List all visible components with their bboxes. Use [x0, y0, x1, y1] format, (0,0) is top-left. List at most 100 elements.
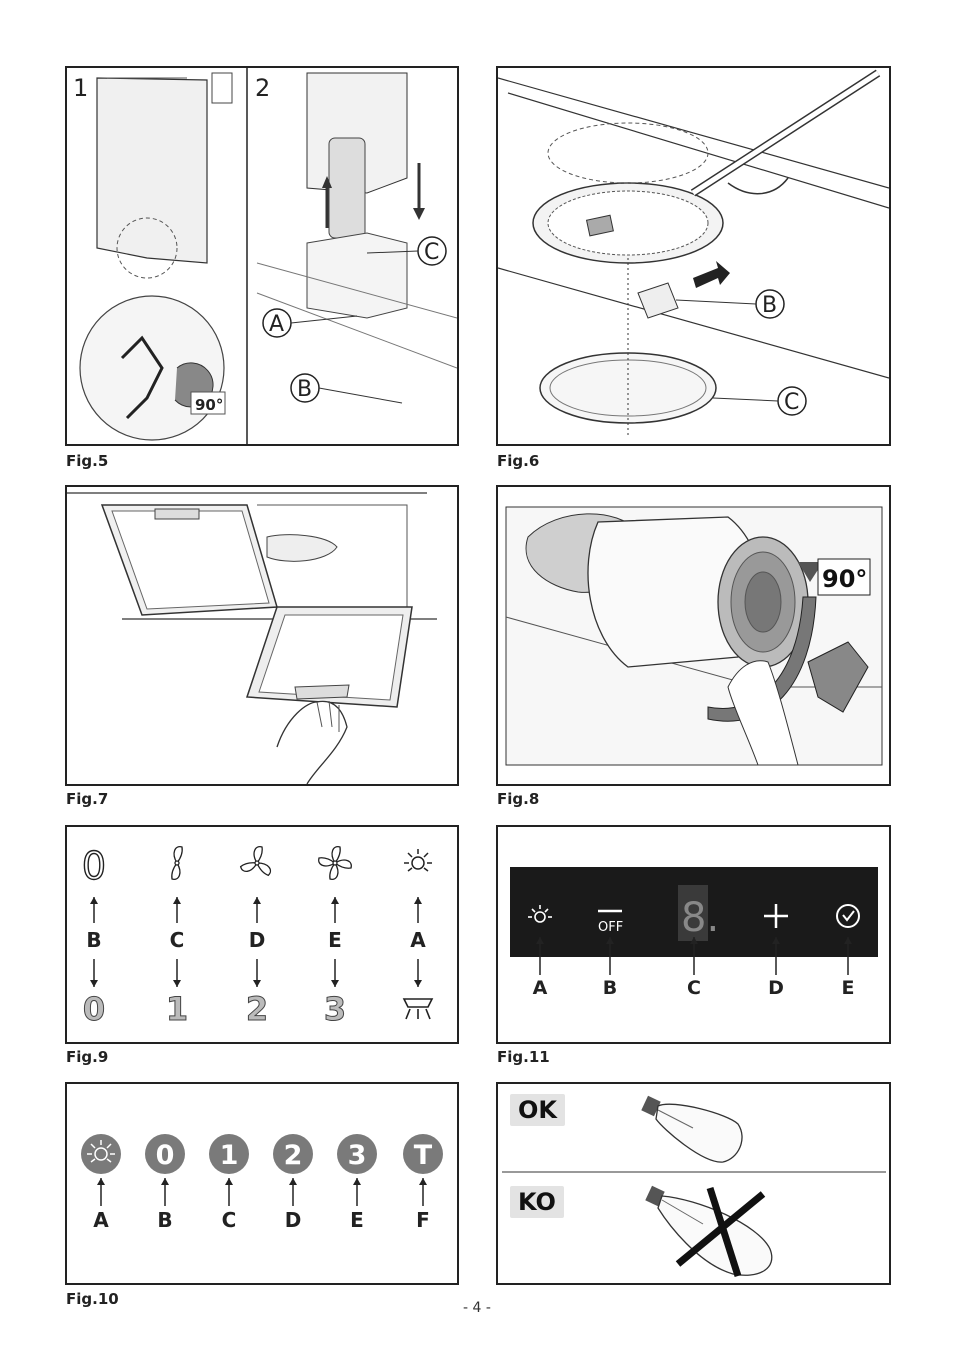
fig5-step1: 1	[73, 74, 88, 102]
fig5-label-b: B	[297, 377, 312, 402]
light-icon	[87, 1140, 115, 1163]
digit-display	[678, 885, 708, 941]
fig5-step2: 2	[255, 74, 270, 102]
fig5-angle: 90°	[195, 396, 223, 414]
fig6-label-b: B	[762, 293, 777, 318]
up-arrow-icon	[414, 897, 422, 923]
fig10-illustration: A 0B 1C 2D 3E T F	[81, 1134, 443, 1232]
fan-speed-3-icon	[318, 846, 352, 880]
fig5-caption: Fig.5	[66, 452, 109, 470]
fig5-label-a: A	[269, 312, 284, 337]
down-arrow-icon	[90, 959, 98, 987]
fig6-panel: B C	[496, 66, 891, 446]
fig10-caption: Fig.10	[66, 1290, 119, 1308]
fig10-label: A	[93, 1208, 109, 1232]
up-arrow-icon	[690, 937, 698, 975]
ok-label: OK	[510, 1094, 565, 1126]
down-arrow-icon	[414, 959, 422, 987]
up-arrow-icon	[97, 1178, 105, 1206]
fig10-button: 2	[273, 1134, 313, 1174]
fig11-caption: Fig.11	[497, 1048, 550, 1066]
fig10-glyph: 2	[284, 1140, 303, 1171]
fig9-label: C	[170, 928, 185, 952]
plus-icon[interactable]	[764, 904, 788, 928]
fig10-glyph: T	[414, 1140, 433, 1171]
fig10-button: 1	[209, 1134, 249, 1174]
fig5-label-c: C	[424, 240, 439, 265]
lamp-icon	[402, 998, 434, 1020]
fig5-illustration: 1 2 90° C A B	[73, 68, 457, 444]
up-arrow-icon	[419, 1178, 427, 1206]
fig11-label: D	[768, 977, 784, 999]
fig7-panel	[65, 485, 459, 786]
fan-speed-2-icon	[239, 846, 272, 877]
up-arrow-icon	[225, 1178, 233, 1206]
up-arrow-icon	[253, 897, 261, 923]
up-arrow-icon	[772, 937, 780, 975]
display-digit: 8.	[681, 895, 719, 941]
fig11-label: B	[603, 977, 617, 999]
fig10-glyph: 0	[156, 1140, 175, 1171]
fig9-label: E	[328, 928, 342, 952]
timer-icon[interactable]	[836, 904, 860, 928]
fig9-label: D	[249, 928, 266, 952]
fig9-label: B	[86, 928, 101, 952]
fig9-value: 3	[324, 990, 346, 1028]
down-arrow-icon	[331, 959, 339, 987]
page-number: - 4 -	[463, 1300, 491, 1316]
fig10-glyph: 3	[348, 1140, 367, 1171]
fig10-button: 3	[337, 1134, 377, 1174]
fig7-illustration	[67, 492, 437, 784]
fig10-glyph: 1	[220, 1140, 239, 1171]
fan-speed-1-icon	[171, 846, 183, 880]
light-icon	[528, 905, 552, 923]
fig10-label: B	[157, 1208, 172, 1232]
up-arrow-icon	[289, 1178, 297, 1206]
fig11-illustration: OFF 8. A B C D E	[510, 867, 878, 999]
off-label: OFF	[598, 920, 623, 935]
fig9-value: 2	[246, 990, 268, 1028]
up-arrow-icon	[331, 897, 339, 923]
up-arrow-icon	[353, 1178, 361, 1206]
light-icon	[404, 849, 432, 872]
fig8-caption: Fig.8	[497, 790, 540, 808]
fig10-label: C	[222, 1208, 237, 1232]
fig10-label: E	[350, 1208, 364, 1232]
fig10-button: T	[403, 1134, 443, 1174]
fig11-label: C	[687, 977, 701, 999]
down-arrow-icon	[173, 959, 181, 987]
cross-icon	[675, 1186, 766, 1278]
fig10-button	[81, 1134, 121, 1174]
fig8-angle: 90°	[822, 565, 867, 593]
correct-bulb-icon	[641, 1095, 743, 1163]
bulb-illustration	[502, 1095, 886, 1278]
fig9-caption: Fig.9	[66, 1048, 109, 1066]
up-arrow-icon	[536, 937, 544, 975]
fig10-label: D	[285, 1208, 302, 1232]
up-arrow-icon	[606, 937, 614, 975]
fig9-value: 1	[166, 990, 188, 1028]
down-arrow-icon	[253, 959, 261, 987]
ko-label: KO	[510, 1186, 564, 1218]
bulb-panel: OK KO	[496, 1082, 891, 1285]
fig9-value: 0	[83, 990, 105, 1028]
up-arrow-icon	[90, 897, 98, 923]
fig10-button: 0	[145, 1134, 185, 1174]
fig11-panel: OFF 8. A B C D E	[496, 825, 891, 1044]
fig7-caption: Fig.7	[66, 790, 109, 808]
fig5-panel: 1 2 90° C A B	[65, 66, 459, 446]
fig6-caption: Fig.6	[497, 452, 540, 470]
fig9-label: A	[410, 928, 426, 952]
fig6-label-c: C	[784, 390, 799, 415]
fig8-panel: 90°	[496, 485, 891, 786]
fig11-label: E	[842, 977, 855, 999]
fig10-label: F	[416, 1208, 430, 1232]
fig11-label: A	[533, 977, 548, 999]
up-arrow-icon	[161, 1178, 169, 1206]
off-button[interactable]: OFF	[598, 909, 623, 935]
power-off-icon: 0	[82, 844, 106, 888]
up-arrow-icon	[844, 937, 852, 975]
